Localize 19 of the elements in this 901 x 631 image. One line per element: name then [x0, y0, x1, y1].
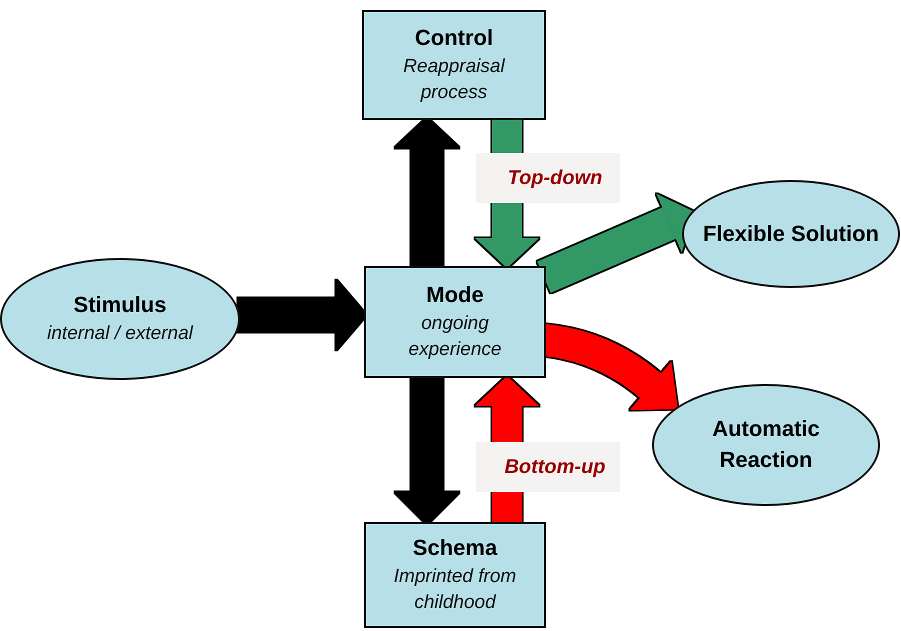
- node-subtitle: ongoing experience: [408, 312, 502, 362]
- edge-label: Bottom-up: [476, 442, 620, 492]
- block-arrow: [395, 376, 459, 524]
- process-box: [364, 266, 546, 378]
- node-subtitle: internal / external: [47, 322, 193, 346]
- node-title: Control: [414, 24, 494, 52]
- node-title: Stimulus: [74, 291, 166, 320]
- edge-label: Top-down: [476, 153, 620, 203]
- node-subtitle: Imprinted from childhood: [392, 564, 518, 616]
- node-title: Flexible Solution: [702, 220, 879, 248]
- block-arrow: [395, 118, 459, 268]
- block-arrow: [238, 280, 366, 350]
- process-box: [364, 522, 546, 628]
- node-title: Mode: [426, 281, 484, 309]
- block-arrow: [537, 194, 695, 293]
- node-title: Automatic Reaction: [711, 415, 821, 474]
- process-box: [362, 10, 546, 120]
- node-subtitle: Reappraisal process: [402, 54, 506, 106]
- node-title: Schema: [412, 534, 498, 562]
